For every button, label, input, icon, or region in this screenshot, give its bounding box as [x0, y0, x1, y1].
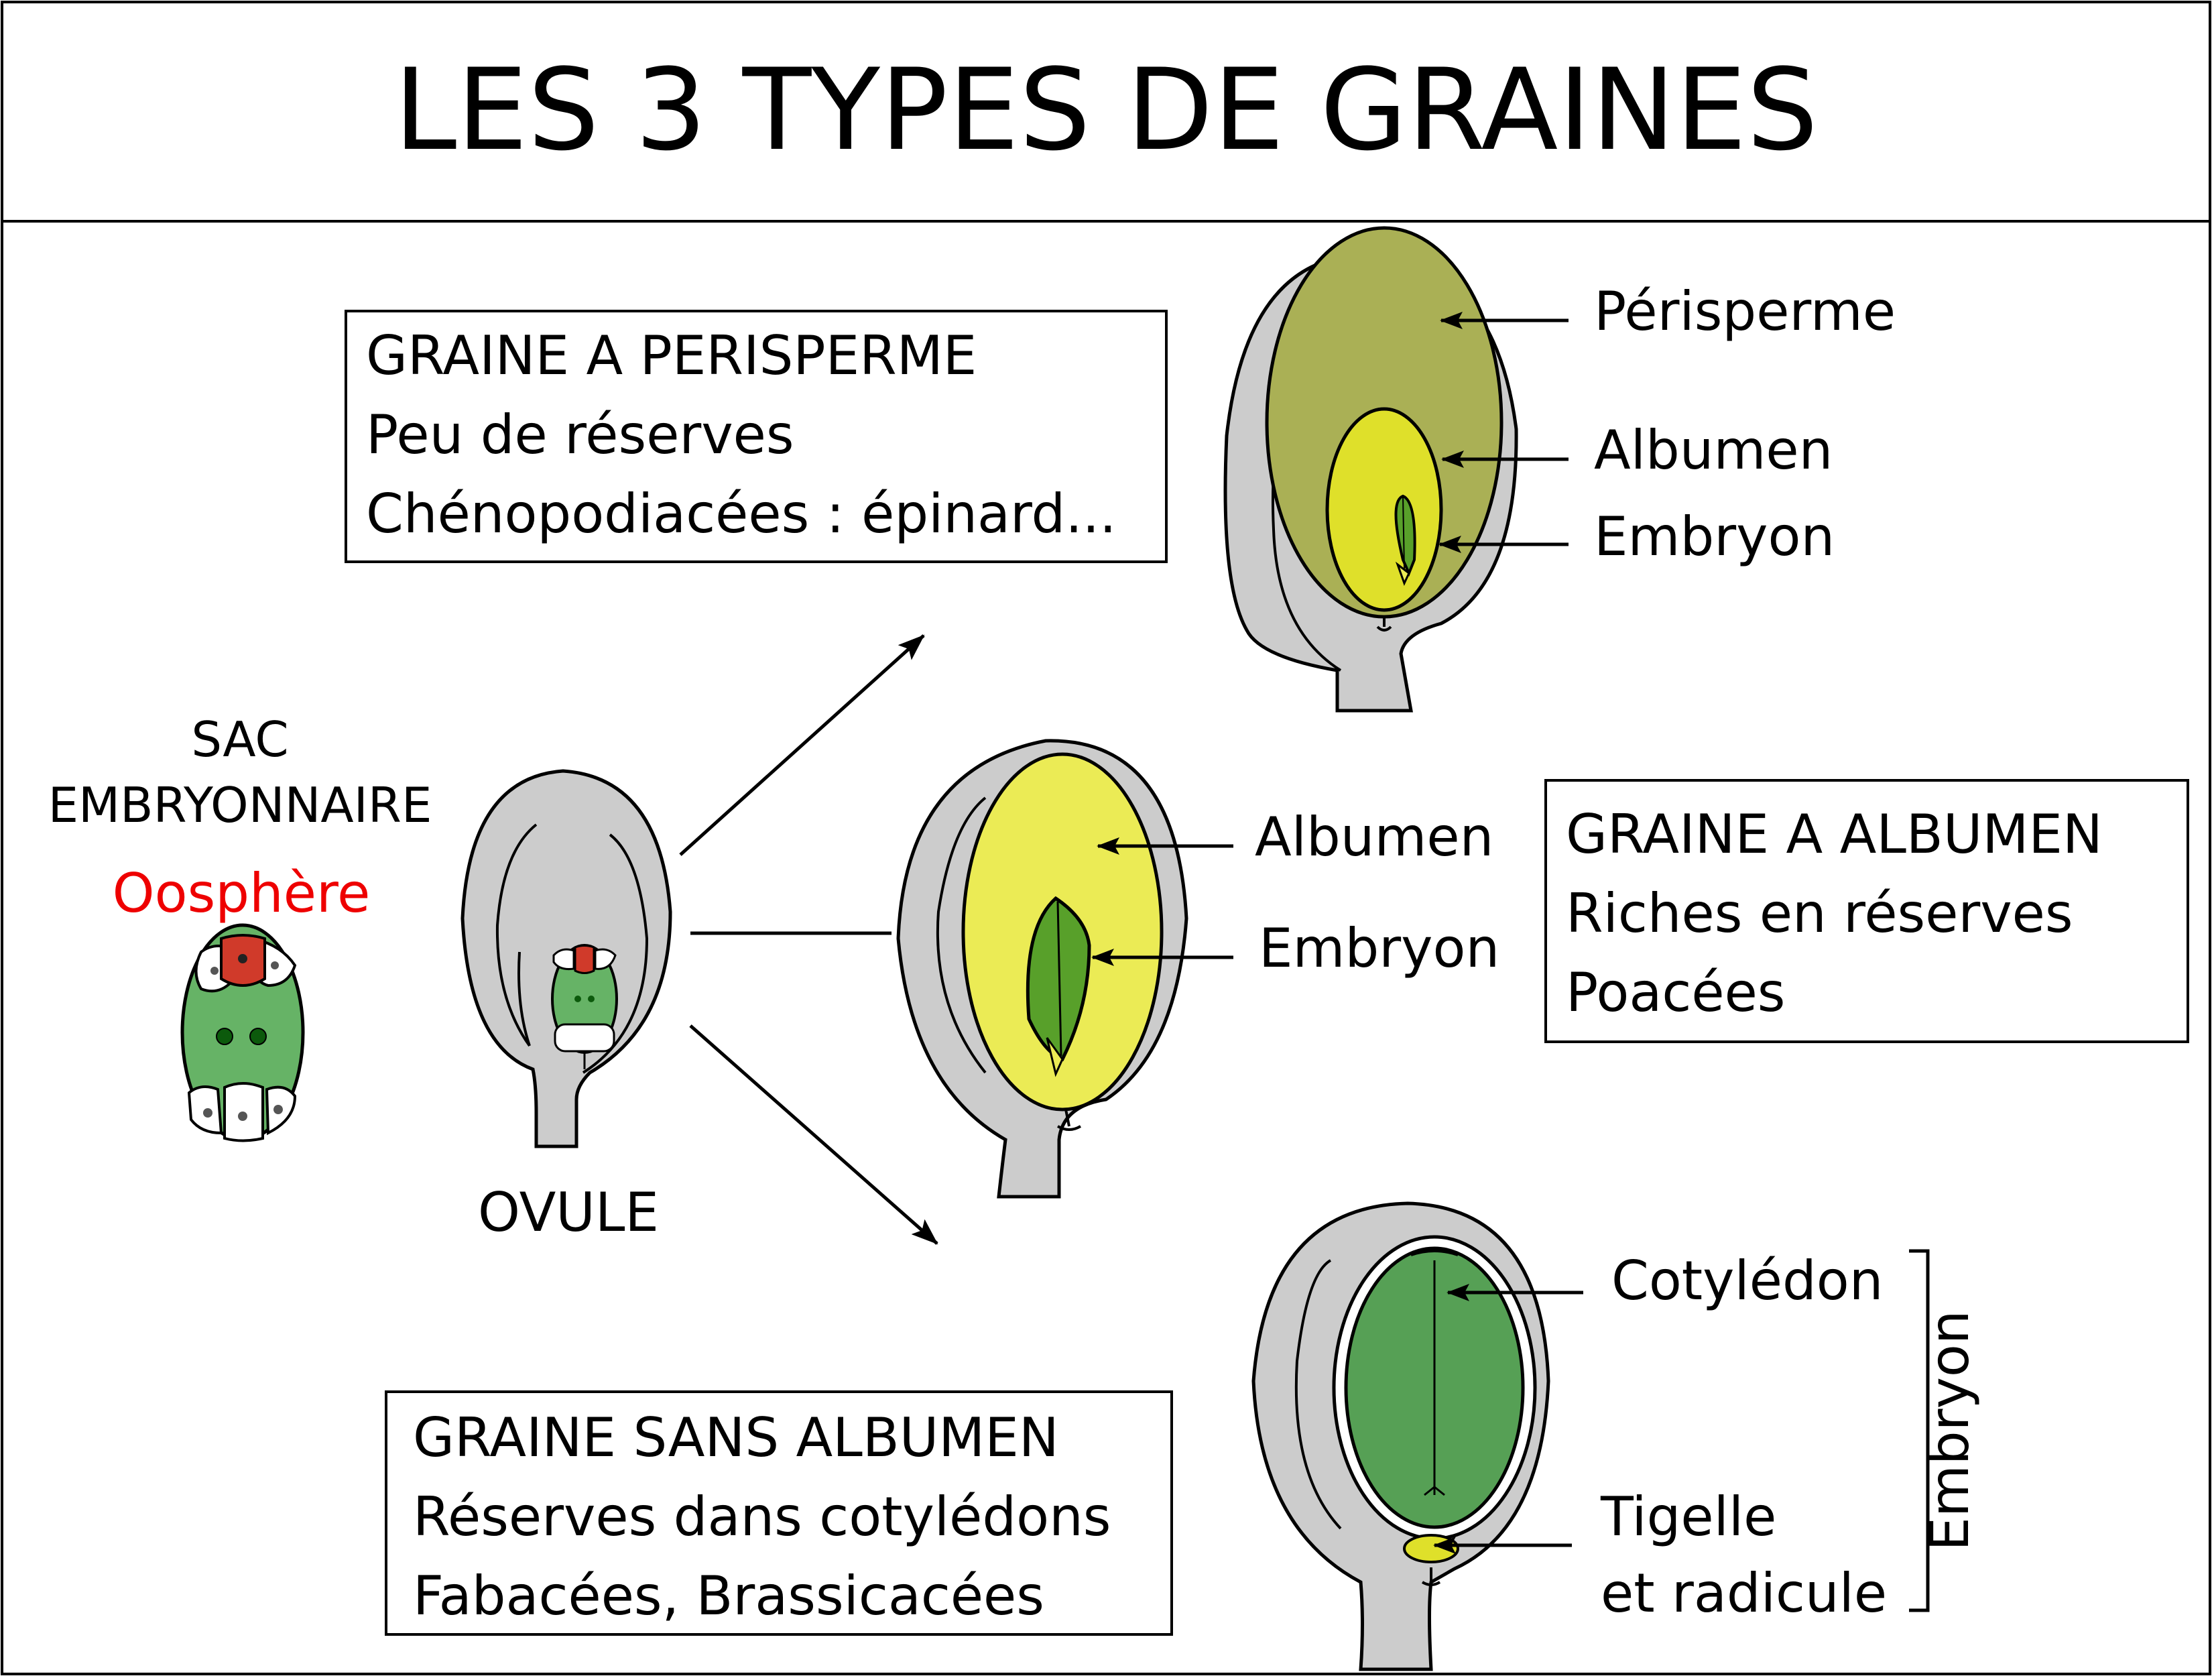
box-sans-albumen-line3: Fabacées, Brassicacées: [413, 1565, 1044, 1627]
label-albumen-mid: Albumen: [1255, 806, 1493, 868]
sac-label-line2: EMBRYONNAIRE: [48, 777, 432, 833]
oosphere-label: Oosphère: [113, 862, 371, 924]
label-tigelle-line1: Tigelle: [1600, 1486, 1776, 1548]
box-albumen-line2: Riches en réserves: [1566, 882, 2073, 945]
box-albumen: [1544, 779, 2189, 1043]
box-sans-albumen: [385, 1390, 1173, 1636]
tigelle-radicule: [1403, 1534, 1459, 1563]
label-albumen-top: Albumen: [1594, 419, 1833, 481]
box-albumen-title: GRAINE A ALBUMEN: [1566, 803, 2103, 865]
label-cotyledon: Cotylédon: [1611, 1250, 1883, 1312]
seed-sans-albumen-drawing: [1251, 1201, 1550, 1671]
label-tigelle-line2: et radicule: [1601, 1562, 1887, 1624]
ovule-label: OVULE: [478, 1181, 659, 1244]
ovule-drawing: [460, 769, 672, 1148]
label-embryon-vertical: Embryon: [1918, 1310, 1981, 1551]
box-perisperme: [345, 310, 1168, 563]
embryo-sac-drawing: [180, 923, 305, 1142]
box-albumen-line3: Poacées: [1566, 961, 1785, 1024]
box-perisperme-line3: Chénopodiacées : épinard...: [366, 483, 1117, 545]
box-perisperme-title: GRAINE A PERISPERME: [366, 324, 977, 387]
label-perisperme: Périsperme: [1594, 280, 1896, 343]
label-embryon-mid: Embryon: [1259, 917, 1499, 979]
perisperme-albumen: [1325, 407, 1443, 612]
page-title: LES 3 TYPES DE GRAINES: [394, 44, 1819, 176]
box-perisperme-line2: Peu de réserves: [366, 404, 794, 466]
arrow-to-perisperme: [679, 634, 925, 856]
label-embryon-top: Embryon: [1594, 505, 1835, 568]
box-sans-albumen-line2: Réserves dans cotylédons: [413, 1486, 1111, 1548]
sac-label-line1: SAC: [191, 711, 288, 768]
box-sans-albumen-title: GRAINE SANS ALBUMEN: [413, 1406, 1059, 1469]
arrow-to-sans-albumen: [689, 1024, 938, 1245]
embryon-bracket: [1909, 1249, 1930, 1612]
